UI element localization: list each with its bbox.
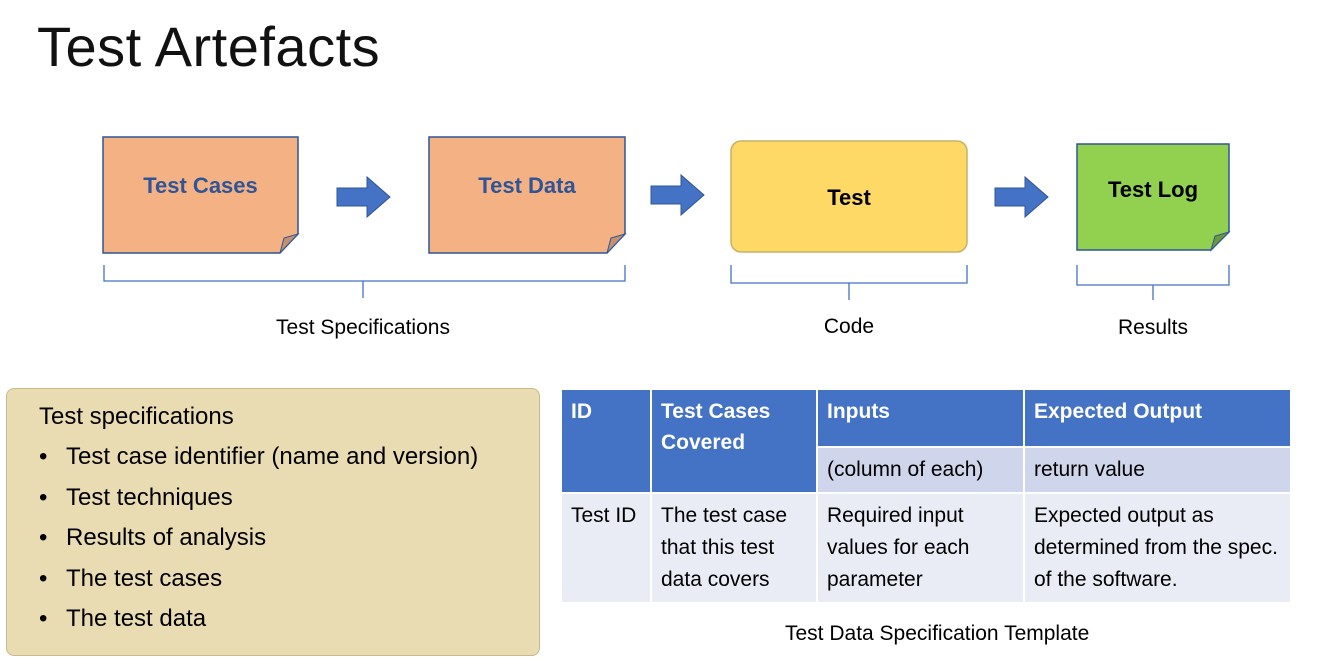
cell-test-cases-covered: The test case that this test data covers: [650, 492, 818, 604]
test-data-spec-table: ID Test Cases Covered Inputs Expected Ou…: [560, 388, 1292, 604]
spec-panel-heading: Test specifications: [39, 403, 234, 430]
list-item: • The test cases: [39, 565, 478, 606]
test-log-box: [1076, 143, 1231, 252]
group-label-test-specifications: Test Specifications: [276, 316, 450, 339]
header-inputs: Inputs: [816, 388, 1025, 448]
bullet-icon: •: [39, 483, 48, 511]
table-caption: Test Data Specification Template: [785, 622, 1090, 645]
table-row: Test ID The test case that this test dat…: [560, 492, 1292, 604]
test-log-label: Test Log: [1107, 177, 1199, 202]
test-box: [730, 140, 968, 253]
test-cases-box: [102, 136, 300, 254]
table-header-row: ID Test Cases Covered Inputs Expected Ou…: [560, 388, 1292, 494]
bullet-icon: •: [39, 605, 48, 632]
bullet-icon: •: [39, 524, 48, 551]
test-data-label: Test Data: [478, 173, 576, 198]
list-item: • The test data: [39, 605, 478, 646]
header-expected-output: Expected Output: [1023, 388, 1292, 448]
list-item: • Test techniques: [39, 484, 478, 525]
spec-list: • Test case identifier (name and version)…: [39, 443, 478, 646]
group-label-results: Results: [1117, 316, 1189, 339]
brace-test-specifications: [103, 265, 626, 298]
test-cases-label: Test Cases: [143, 173, 258, 198]
brace-results: [1076, 265, 1230, 300]
subheader-expected-output: return value: [1023, 446, 1292, 494]
list-item-text: Test techniques: [66, 483, 233, 511]
flow-arrow-2: [650, 173, 705, 217]
group-label-code: Code: [823, 315, 875, 338]
list-item-text: The test cases: [66, 564, 223, 592]
test-label: Test: [827, 185, 871, 210]
slide-title: Test Artefacts: [37, 15, 381, 78]
artefact-flow-diagram: [102, 136, 1231, 300]
cell-id: Test ID: [560, 492, 652, 604]
bullet-icon: •: [39, 564, 48, 592]
flow-arrow-1: [336, 175, 391, 219]
list-item: • Test case identifier (name and version): [39, 443, 478, 484]
bullet-icon: •: [39, 443, 48, 470]
flow-arrow-3: [994, 175, 1049, 219]
spec-panel: Test specifications • Test case identifie…: [6, 388, 540, 656]
cell-inputs: Required input values for each parameter: [816, 492, 1025, 604]
header-id: ID: [560, 388, 652, 494]
list-item: • Results of analysis: [39, 524, 478, 565]
cell-expected-output: Expected output as determined from the s…: [1023, 492, 1292, 604]
subheader-inputs: (column of each): [816, 446, 1025, 494]
list-item-text: The test data: [66, 605, 207, 632]
table-subheader-row: (column of each) return value: [561, 446, 1292, 494]
list-item-text: Results of analysis: [66, 524, 267, 551]
brace-code: [730, 265, 968, 300]
list-item-text: Test case identifier (name and version): [66, 443, 479, 470]
header-test-cases-covered: Test Cases Covered: [650, 388, 818, 494]
test-data-box: [428, 136, 627, 254]
